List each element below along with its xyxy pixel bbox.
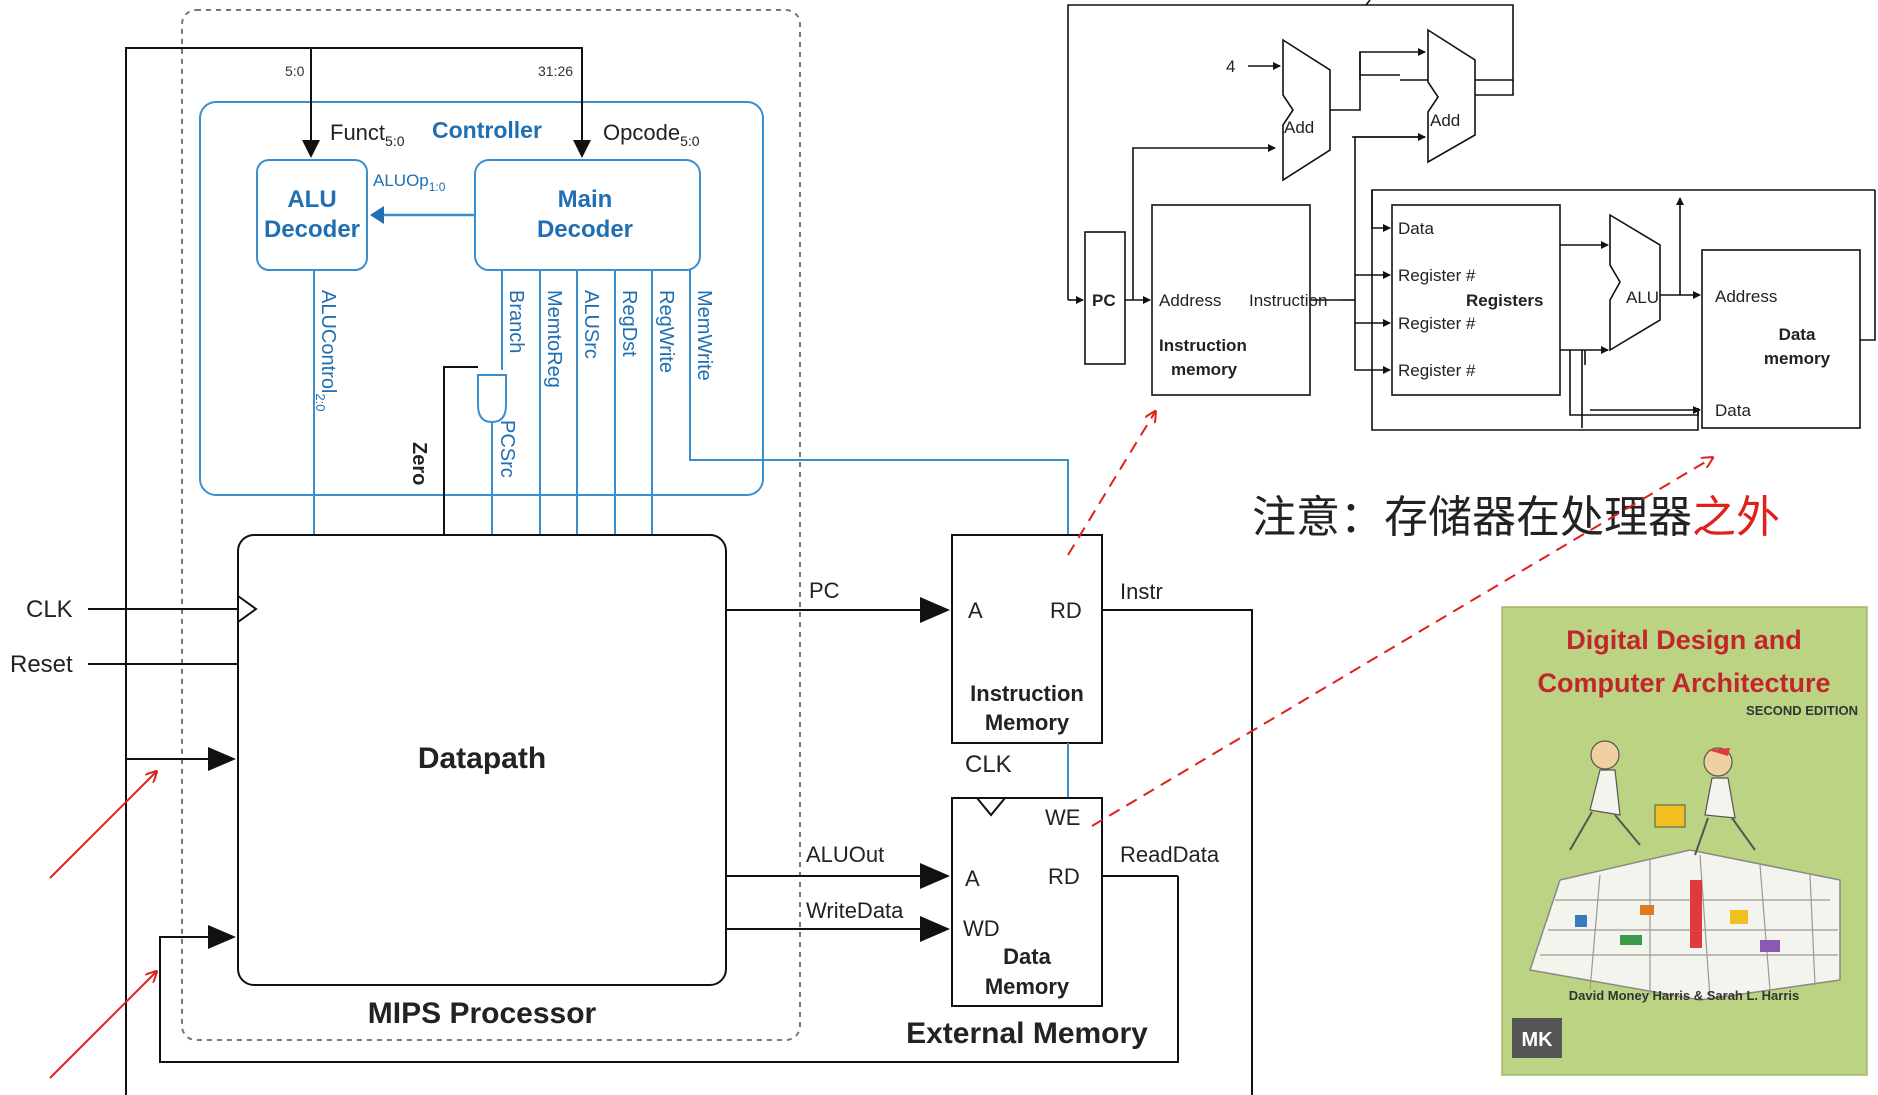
dmem-data: Data	[1715, 401, 1751, 420]
alu-label: ALU	[1626, 288, 1659, 307]
reg-num3: Register #	[1398, 361, 1476, 380]
instr-label: Instr	[1120, 579, 1163, 604]
imem-line2: Memory	[985, 710, 1070, 735]
alucontrol-label: ALUControl2:0	[313, 290, 339, 411]
main-decoder-line2: Decoder	[537, 216, 633, 243]
controller-box	[199, 101, 764, 496]
external-memory-label: External Memory	[906, 1017, 1148, 1050]
book-title-line2: Computer Architecture	[1537, 668, 1830, 698]
dmem-line1: Data	[1003, 944, 1051, 969]
dmem-a: A	[965, 866, 980, 891]
dmem-rd: RD	[1048, 864, 1080, 889]
data-memory-box	[951, 797, 1103, 1007]
imem-instruction: Instruction	[1249, 291, 1327, 310]
dmem-clk-label: CLK	[965, 751, 1012, 778]
aluop-label: ALUOp1:0	[373, 171, 446, 194]
instruction-memory-box	[951, 534, 1103, 744]
simple-datapath	[1067, 0, 1876, 431]
signal-branch: Branch	[505, 290, 527, 353]
registers-label: Registers	[1466, 291, 1543, 310]
imem-line1: Instruction	[970, 681, 1084, 706]
datapath-box	[237, 534, 727, 986]
and-gate: PCSrc Zero	[408, 366, 518, 535]
signal-memtoreg: MemtoReg	[543, 290, 565, 388]
signal-alusrc: ALUSrc	[580, 290, 602, 359]
bits-funct: 5:0	[285, 63, 305, 79]
aluout-label: ALUOut	[806, 842, 884, 867]
bits-opcode: 31:26	[538, 63, 573, 79]
add1-label: Add	[1284, 118, 1314, 137]
imem-line2: memory	[1171, 360, 1238, 379]
dmem-wd: WD	[963, 916, 1000, 941]
dmem-line1: Data	[1779, 325, 1816, 344]
pc-box-label: PC	[1092, 291, 1116, 310]
readdata-label: ReadData	[1120, 842, 1220, 867]
book-edition: SECOND EDITION	[1746, 703, 1858, 718]
reg-data: Data	[1398, 219, 1434, 238]
book-title-line1: Digital Design and	[1566, 625, 1802, 655]
datapath-label: Datapath	[418, 742, 546, 775]
dmem-address: Address	[1715, 287, 1777, 306]
simple-datapath-labels: 4 Add Add PC Address Instruction Instruc…	[1092, 57, 1831, 420]
book-publisher-logo: MK	[1521, 1029, 1553, 1051]
annotation-arrows	[49, 412, 1712, 1079]
imem-rd: RD	[1050, 598, 1082, 623]
writedata-label: WriteData	[806, 898, 904, 923]
book-cover: Digital Design and Computer Architecture…	[1501, 606, 1868, 1076]
imem-address: Address	[1159, 291, 1221, 310]
add2-label: Add	[1430, 111, 1460, 130]
alu-decoder-line2: Decoder	[264, 216, 360, 243]
note-text: 注意：存储器在处理器之外	[1252, 492, 1780, 543]
alu-decoder-line1: ALU	[287, 186, 336, 213]
processor-boundary	[181, 9, 801, 1041]
controller-label: Controller	[432, 117, 542, 143]
imem-line1: Instruction	[1159, 336, 1247, 355]
processor-label: MIPS Processor	[368, 997, 597, 1030]
control-signals: Branch MemtoReg ALUSrc RegDst RegWrite M…	[501, 270, 1069, 535]
reset-label: Reset	[10, 651, 73, 678]
dmem-we: WE	[1045, 805, 1080, 830]
imem-a: A	[968, 598, 983, 623]
main-decoder-line1: Main	[558, 186, 613, 213]
zero-label: Zero	[408, 442, 430, 485]
pcsrc-label: PCSrc	[496, 420, 518, 478]
book-authors: David Money Harris & Sarah L. Harris	[1569, 988, 1799, 1003]
const-four: 4	[1226, 57, 1235, 76]
pc-label: PC	[809, 578, 840, 603]
dmem-line2: Memory	[985, 974, 1070, 999]
alu-decoder-box	[256, 159, 368, 271]
signal-regwrite: RegWrite	[655, 290, 677, 373]
reg-num1: Register #	[1398, 266, 1476, 285]
signal-regdst: RegDst	[618, 290, 640, 357]
mips-processor: Controller ALU Decoder Main Decoder ALUO…	[10, 9, 1253, 1095]
dmem-line2: memory	[1764, 349, 1831, 368]
reg-num2: Register #	[1398, 314, 1476, 333]
book-illustration	[1529, 740, 1841, 1001]
clk-label: CLK	[26, 596, 73, 623]
main-decoder-box	[474, 159, 701, 271]
signal-memwrite: MemWrite	[693, 290, 715, 381]
external-memory: A RD Instruction Memory CLK WE A RD WD D…	[906, 534, 1148, 1050]
opcode-label: Opcode5:0	[603, 120, 700, 149]
funct-label: Funct5:0	[330, 120, 405, 149]
